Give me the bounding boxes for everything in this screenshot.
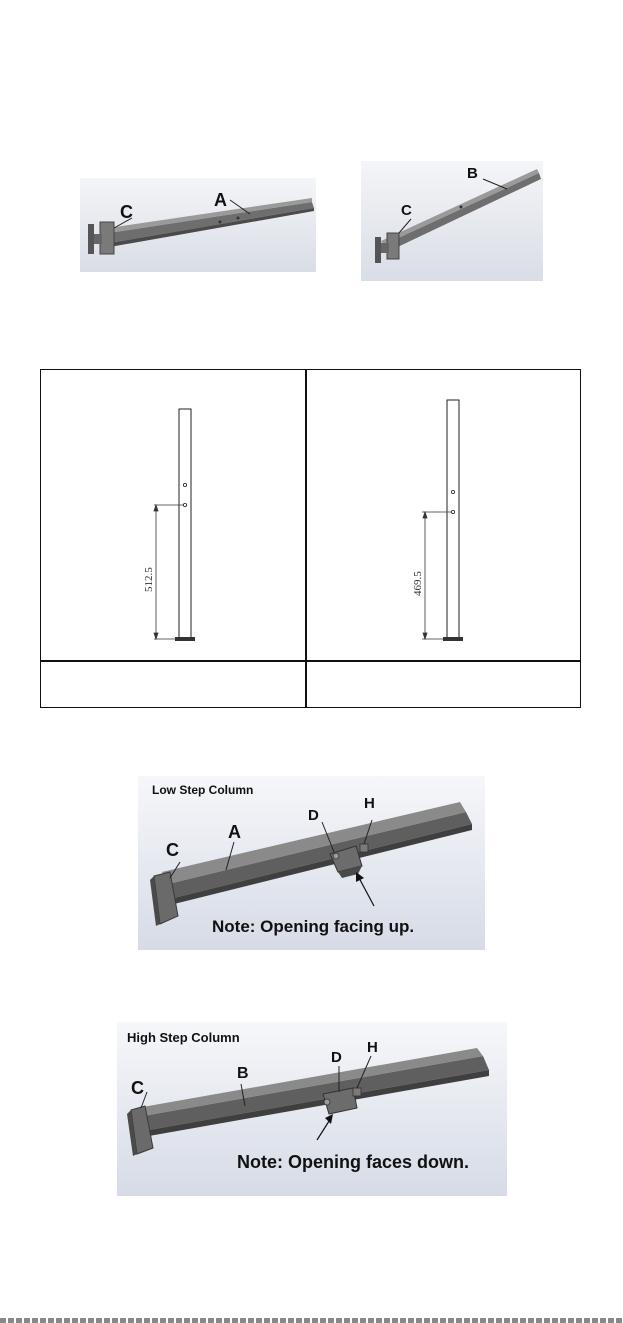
footer-strip — [0, 1318, 623, 1323]
panel-note: Note: Opening facing up. — [212, 917, 414, 936]
column-outline — [447, 400, 459, 639]
label-h: H — [367, 1039, 378, 1056]
low-column-drawing: 512.5 — [41, 370, 305, 660]
dimension-value: 469.5 — [412, 571, 424, 596]
panel-title: High Step Column — [127, 1030, 240, 1045]
bolt-hole — [451, 490, 454, 493]
base-plate-c — [88, 222, 114, 254]
label-c: C — [401, 202, 412, 219]
label-c: C — [131, 1078, 144, 1098]
bolt-hole — [237, 217, 240, 220]
label-b: B — [467, 165, 478, 182]
label-d: D — [308, 807, 319, 824]
bolt-h — [353, 1088, 361, 1096]
dimension-table: 512.5 469.5 — [40, 369, 581, 708]
high-column-drawing: 469.5 — [307, 370, 571, 660]
table-caption-left — [41, 662, 305, 707]
dimension-value: 512.5 — [143, 567, 155, 592]
label-h: H — [364, 795, 375, 812]
bolt-hole — [219, 221, 222, 224]
column-outline — [179, 409, 191, 639]
bolt-h — [360, 844, 368, 852]
table-caption-right — [307, 662, 571, 707]
column-a-render: C A — [80, 178, 316, 272]
bolt-hole — [460, 206, 463, 209]
high-step-column-render: High Step Column C B D H Note: Opening f… — [117, 1022, 507, 1196]
panel-title: Low Step Column — [152, 783, 253, 797]
panel-note: Note: Opening faces down. — [237, 1152, 469, 1172]
label-c: C — [166, 840, 179, 860]
bolt-hole — [183, 483, 186, 486]
label-c: C — [120, 202, 133, 222]
label-a: A — [214, 190, 227, 210]
label-d: D — [331, 1049, 342, 1066]
column-b-render: C B — [361, 161, 543, 281]
label-b: B — [237, 1065, 249, 1082]
base-plate-c — [375, 233, 399, 263]
label-a: A — [228, 822, 241, 842]
low-step-column-render: Low Step Column C A D H Note: Opening fa… — [138, 776, 485, 950]
